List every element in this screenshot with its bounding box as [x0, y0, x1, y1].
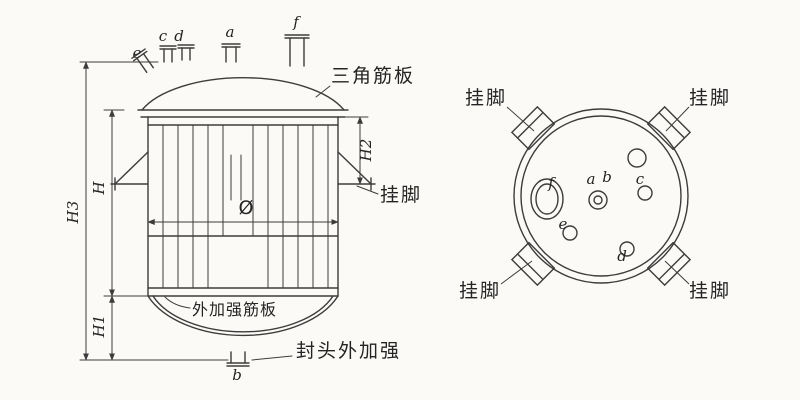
plan-nozzle-center-circle	[588, 190, 608, 210]
plan-nozzle-b-label: b	[602, 168, 612, 186]
dimension-diameter-label: Ø	[239, 197, 254, 219]
dimension-lines	[79, 61, 369, 361]
plan-view	[500, 105, 692, 287]
nozzle-b-label: b	[232, 366, 242, 384]
bracket-callout-top-left: 挂脚	[465, 87, 507, 109]
dimension-h2-label: H2	[357, 139, 375, 163]
plan-bracket-leaders	[500, 106, 690, 285]
plan-nozzle-f-label: f	[547, 174, 556, 192]
top-head-outline	[137, 77, 349, 118]
bracket-callout-bottom-left: 挂脚	[459, 280, 501, 302]
dimension-h-label: H	[90, 181, 108, 196]
dimension-h3-label: H3	[64, 201, 82, 225]
plan-nozzle-d-label: d	[617, 247, 627, 265]
nozzle-f-label: f	[292, 13, 301, 31]
plan-nozzle-c-circle	[637, 185, 653, 201]
nozzle-b-stub	[226, 351, 250, 367]
plan-nozzle-c-label: c	[636, 170, 645, 188]
plan-shell-circles	[513, 108, 689, 284]
plan-nozzle-a-label: a	[587, 170, 596, 188]
nozzle-c-stub	[159, 45, 177, 63]
shell-outline	[147, 116, 339, 297]
bottom-head-outline	[147, 295, 339, 337]
nozzle-c-label: c	[159, 27, 168, 45]
plan-nozzle-d-circle	[619, 241, 635, 257]
bracket-callout-side: 挂脚	[380, 184, 422, 206]
plan-nozzle-e-label: e	[559, 215, 568, 233]
bracket-callout-bottom-right: 挂脚	[689, 280, 731, 302]
side-brackets	[110, 151, 376, 191]
side-view	[79, 34, 379, 367]
plan-nozzle-e-circle	[562, 225, 578, 241]
nozzle-e-stub	[131, 48, 154, 73]
dimension-h1-label: H1	[90, 315, 108, 339]
triangular-rib-plate-callout: 三角筋板	[331, 65, 415, 87]
bracket-callout-top-right: 挂脚	[689, 87, 731, 109]
external-rib-callout: 外加强筋板	[192, 300, 277, 319]
callout-leaders	[164, 85, 379, 361]
plan-bracket-bottom-left	[510, 241, 556, 287]
nozzle-f-stub	[284, 34, 310, 67]
head-reinforcement-callout: 封头外加强	[296, 340, 401, 362]
nozzle-e-label: e	[133, 44, 142, 62]
plan-nozzle-f-circle	[530, 178, 564, 220]
nozzle-a-stub	[221, 43, 241, 63]
nozzle-a-label: a	[226, 23, 235, 41]
plan-bracket-top-left	[510, 105, 556, 151]
vertical-ribs	[162, 124, 329, 289]
nozzle-d-stub	[177, 44, 195, 61]
plan-nozzle-top-circle	[627, 148, 647, 168]
nozzle-d-label: d	[174, 27, 184, 45]
